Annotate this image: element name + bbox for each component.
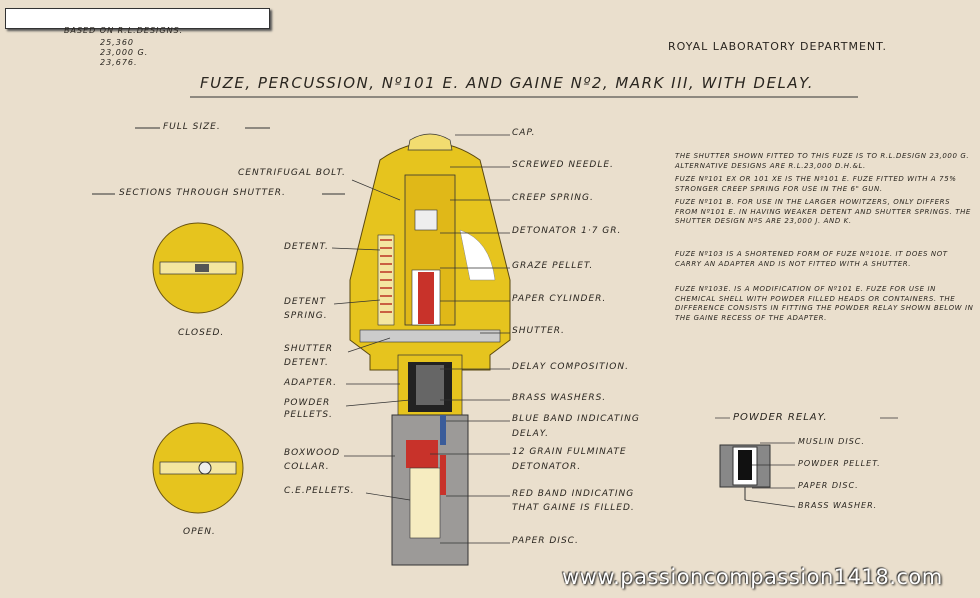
label-paper-cylinder: PAPER CYLINDER.	[512, 294, 607, 304]
note-4: FUZE Nº103 IS A SHORTENED FORM OF FUZE N…	[675, 250, 948, 268]
relay-powder-pellet: POWDER PELLET.	[798, 459, 881, 468]
page-title: FUZE, PERCUSSION, Nº101 E. AND GAINE Nº2…	[200, 74, 815, 92]
design-2: 23,000 G.	[100, 48, 149, 57]
label-creep-spring: CREEP SPRING.	[512, 193, 594, 203]
full-size-label: FULL SIZE.	[163, 122, 221, 132]
label-detent: DETENT.	[284, 242, 329, 252]
relay-paper-disc: PAPER DISC.	[798, 481, 859, 490]
label-blue-band-1: BLUE BAND INDICATING	[512, 414, 640, 424]
note-3: FUZE Nº101 B. FOR USE IN THE LARGER HOWI…	[675, 198, 971, 225]
label-powder-pellets-1: POWDER	[284, 398, 331, 408]
note-5: FUZE Nº103E. IS A MODIFICATION OF Nº101 …	[675, 285, 974, 322]
label-adapter: ADAPTER.	[284, 378, 337, 388]
fuze-body	[349, 133, 511, 416]
watermark: www.passioncompassion1418.com	[562, 565, 943, 589]
label-shutter-detent-2: DETENT.	[284, 358, 329, 368]
label-red-band-2: THAT GAINE IS FILLED.	[512, 503, 635, 513]
label-cap: CAP.	[512, 128, 536, 138]
relay-brass-washer: BRASS WASHER.	[798, 501, 878, 510]
label-blue-band-2: DELAY.	[512, 429, 549, 439]
label-brass-washers: BRASS WASHERS.	[512, 393, 607, 403]
label-screwed-needle: SCREWED NEEDLE.	[512, 160, 614, 170]
label-centrifugal-bolt: CENTRIFUGAL BOLT.	[238, 168, 346, 178]
sections-label: SECTIONS THROUGH SHUTTER.	[119, 188, 286, 198]
design-1: 25,360	[100, 38, 134, 47]
label-powder-pellets-2: PELLETS.	[284, 410, 333, 420]
label-detonator: DETONATOR 1·7 GR.	[512, 226, 622, 236]
label-boxwood-collar-2: COLLAR.	[284, 462, 330, 472]
based-on: BASED ON R.L.DESIGNS.	[64, 26, 184, 35]
shutter-open-section	[152, 422, 244, 514]
closed-label: CLOSED.	[178, 328, 225, 338]
label-fulminate-2: DETONATOR.	[512, 462, 582, 472]
label-detent-spring-2: SPRING.	[284, 311, 328, 321]
label-red-band-1: RED BAND INDICATING	[512, 489, 635, 499]
note-1: THE SHUTTER SHOWN FITTED TO THIS FUZE IS…	[675, 152, 970, 170]
relay-title: POWDER RELAY.	[733, 412, 828, 423]
note-2: FUZE Nº101 EX OR 101 XE IS THE Nº101 E. …	[675, 175, 957, 193]
relay-muslin-disc: MUSLIN DISC.	[798, 437, 865, 446]
label-delay-composition: DELAY COMPOSITION.	[512, 362, 629, 372]
label-graze-pellet: GRAZE PELLET.	[512, 261, 594, 271]
gaine	[391, 414, 469, 566]
label-shutter: SHUTTER.	[512, 326, 565, 336]
label-boxwood-collar-1: BOXWOOD	[284, 448, 341, 458]
powder-relay-drawing	[719, 444, 771, 500]
open-label: OPEN.	[183, 527, 216, 537]
label-shutter-detent-1: SHUTTER	[284, 344, 334, 354]
label-ce-pellets: C.E.PELLETS.	[284, 486, 355, 496]
redaction-box	[5, 8, 270, 29]
label-detent-spring-1: DETENT	[284, 297, 327, 307]
label-fulminate-1: 12 GRAIN FULMINATE	[512, 447, 627, 457]
shutter-closed-section	[152, 222, 244, 314]
label-paper-disc: PAPER DISC.	[512, 536, 579, 546]
design-3: 23,676.	[100, 58, 138, 67]
department: ROYAL LABORATORY DEPARTMENT.	[668, 40, 888, 53]
